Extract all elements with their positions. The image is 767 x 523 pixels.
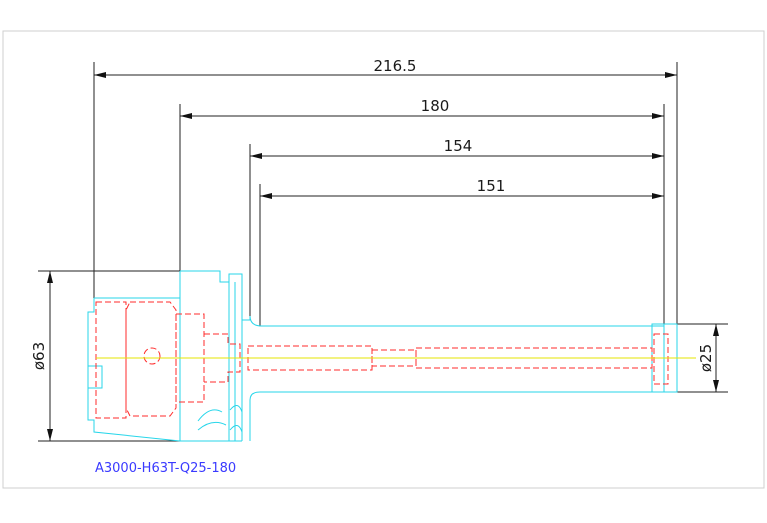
dimension-label-flange-diameter: ø63 <box>30 342 48 370</box>
arrowhead <box>94 72 106 78</box>
arrowhead <box>47 271 53 283</box>
flange-notch <box>197 409 227 431</box>
arrowhead <box>713 380 719 392</box>
taper-outline <box>87 298 181 442</box>
arrowhead <box>652 153 664 159</box>
part-number-label: A3000-H63T-Q25-180 <box>95 461 236 476</box>
cross-hole <box>143 347 161 365</box>
pull-stud-bore <box>95 301 127 419</box>
extension-body <box>242 315 665 441</box>
arrowhead <box>713 324 719 336</box>
drawing-frame <box>2 30 765 489</box>
arrowhead <box>652 193 664 199</box>
dimension-label-overall: 216.5 <box>374 57 417 75</box>
arrowhead <box>652 113 664 119</box>
dimension-label-flange-to-end: 154 <box>444 137 473 155</box>
diameter-63-dimension: ø63 <box>30 270 220 442</box>
dimension-label-shank-diameter: ø25 <box>697 344 715 372</box>
flange-notch <box>229 405 243 433</box>
arrowhead <box>250 153 262 159</box>
toolholder-outline <box>87 270 678 442</box>
dimension-label-body: 151 <box>477 177 506 195</box>
arrowhead <box>665 72 677 78</box>
arrowhead <box>180 113 192 119</box>
flange-outline <box>180 270 243 441</box>
length-dimensions: 216.5 180 154 151 <box>93 57 678 392</box>
arrowhead <box>47 429 53 441</box>
dimension-label-gauge: 180 <box>421 97 450 115</box>
arrowhead <box>260 193 272 199</box>
drive-slot <box>87 365 103 389</box>
collet-bore <box>653 333 669 385</box>
hidden-features <box>95 301 669 419</box>
drawbar-pocket <box>125 301 177 417</box>
